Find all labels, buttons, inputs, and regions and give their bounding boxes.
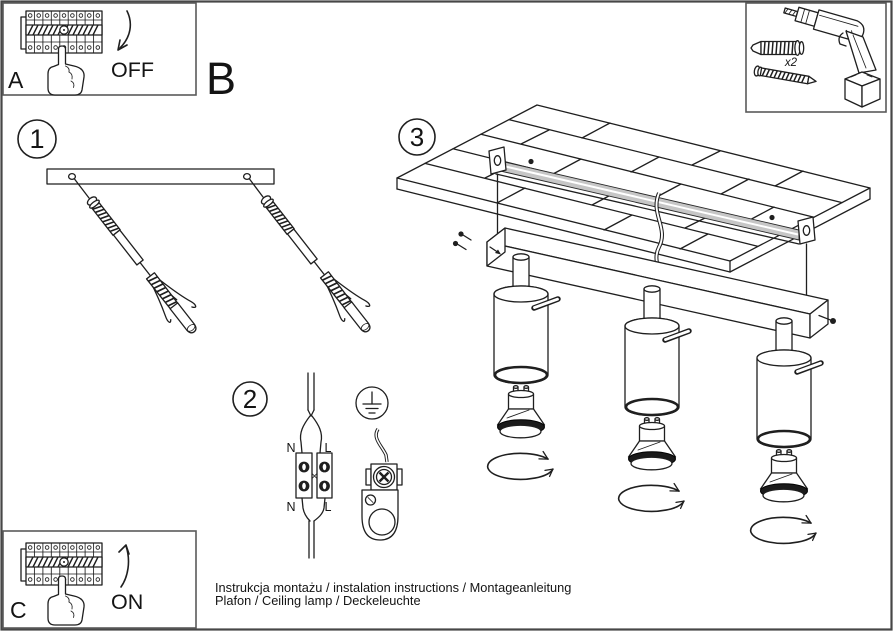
step-3-number: 3 (410, 122, 424, 152)
spotlight-head-3 (751, 318, 821, 544)
screw-anchor-icon-right (252, 186, 383, 341)
step-1: 1 (17, 119, 383, 342)
footer: Instrukcja montażu / instalation instruc… (215, 580, 571, 608)
panel-c-label: C (10, 597, 27, 623)
quantity-label: x2 (784, 57, 798, 69)
strip-bracket-right (797, 216, 816, 245)
strip-screw-right (769, 214, 775, 221)
mains-cable-top (299, 372, 323, 454)
drill-icon (783, 6, 881, 108)
strip-bracket-left (488, 146, 507, 175)
terminal-block-icon (295, 452, 333, 499)
wire-live-label-top: L (325, 441, 332, 455)
strip-screw-left (528, 158, 534, 165)
screw-anchor-icon-left (78, 187, 209, 342)
drill-hole-left (67, 172, 77, 181)
step-1-number: 1 (29, 124, 44, 154)
wire-live-label-bottom: L (325, 500, 332, 514)
spotlight-head-2 (619, 286, 689, 512)
arrow-down-icon (117, 10, 132, 51)
ground-symbol-icon (355, 386, 389, 420)
tools-panel: x2 (745, 2, 887, 113)
panel-a-label: A (8, 67, 24, 93)
ceiling-panel (396, 104, 871, 273)
power-on-panel-c: C ON (2, 530, 197, 629)
wire-neutral-label-top: N (286, 441, 295, 455)
step-3-badge (398, 118, 436, 156)
step-3: 3 (396, 104, 871, 544)
leader-line (248, 178, 264, 198)
leader-line (73, 178, 90, 199)
wall-plug-icon (750, 40, 805, 56)
spotlight-head-1 (488, 254, 558, 480)
ground-clamp-icon (361, 463, 403, 541)
canopy-screws-left (452, 231, 472, 251)
power-on-label: ON (111, 590, 143, 614)
wire-neutral-label-bottom: N (286, 500, 295, 514)
drill-hole-right (242, 172, 252, 181)
step-1-badge (17, 119, 57, 159)
arrow-up-icon (118, 544, 130, 588)
mounting-bracket-bar (46, 168, 275, 185)
power-off-panel-a: A OFF (2, 2, 197, 96)
step-2-badge (232, 381, 268, 417)
footer-line-1: Instrukcja montażu / instalation instruc… (215, 580, 571, 595)
canopy-screw-right (818, 314, 836, 324)
footer-line-2: Plafon / Ceiling lamp / Deckeleuchte (215, 593, 421, 608)
step-2: 2 N L N L (232, 372, 403, 559)
power-off-label: OFF (111, 58, 154, 82)
screw-icon (753, 65, 817, 85)
ground-wire (374, 428, 389, 463)
step-2-number: 2 (243, 384, 257, 414)
lamp-cable-bottom (301, 497, 326, 559)
section-label-b: B (206, 53, 236, 104)
